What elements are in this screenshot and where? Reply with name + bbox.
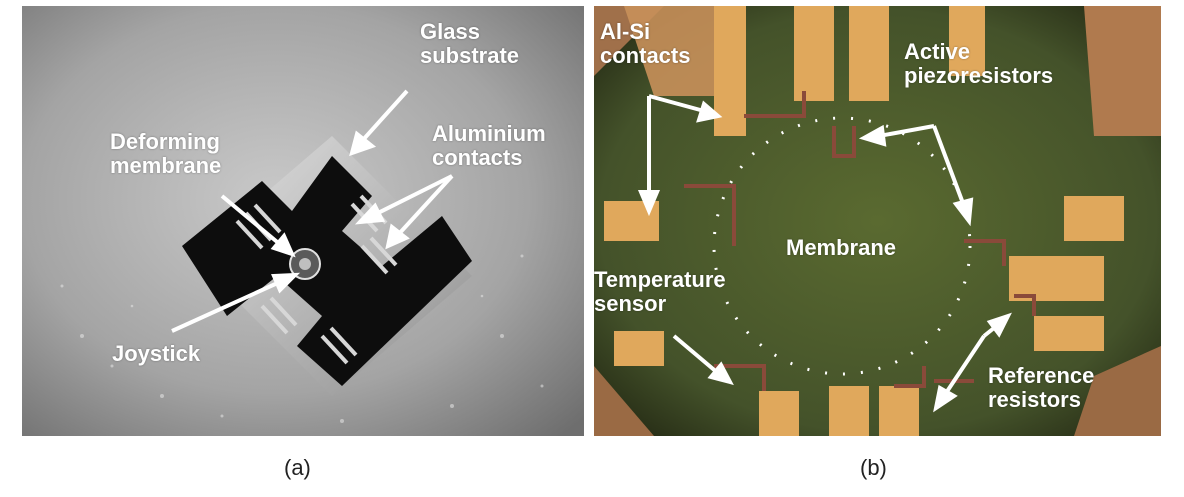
label-line: Glass bbox=[420, 19, 480, 44]
label-aluminium-contacts: Aluminium contacts bbox=[432, 122, 546, 170]
photo-panel-a: Glass substrate Aluminium contacts Defor… bbox=[22, 6, 584, 436]
photo-panel-b: Al-Si contacts Active piezoresistors Mem… bbox=[594, 6, 1161, 436]
caption-a: (a) bbox=[284, 455, 311, 480]
sensor-die-micrograph bbox=[594, 6, 1161, 436]
label-reference-resistors: Reference resistors bbox=[988, 364, 1094, 412]
label-line: sensor bbox=[594, 291, 667, 316]
label-line: Reference bbox=[988, 363, 1095, 388]
label-deforming-membrane: Deforming membrane bbox=[110, 130, 221, 178]
label-joystick: Joystick bbox=[112, 341, 201, 366]
annotation-arrows-b bbox=[637, 94, 1012, 413]
label-line: substrate bbox=[420, 43, 520, 68]
label-line: contacts bbox=[432, 145, 523, 170]
caption-b: (b) bbox=[860, 455, 887, 480]
resistor-traces bbox=[684, 91, 1036, 391]
label-line: resistors bbox=[988, 387, 1081, 412]
label-line: Deforming bbox=[110, 129, 220, 154]
label-line: Al-Si bbox=[600, 19, 651, 44]
label-glass-substrate: Glass substrate bbox=[420, 20, 519, 68]
gold-pads bbox=[604, 6, 1124, 436]
label-temperature-sensor: Temperature sensor bbox=[594, 268, 726, 316]
label-line: membrane bbox=[110, 153, 222, 178]
label-line: contacts bbox=[600, 43, 691, 68]
label-line: piezoresistors bbox=[904, 63, 1054, 88]
annotation-arrows-a bbox=[171, 89, 454, 333]
label-active-piezoresistors: Active piezoresistors bbox=[904, 40, 1053, 88]
sensor-chip-photo bbox=[22, 6, 584, 436]
chip-body bbox=[182, 156, 472, 386]
label-line: Aluminium bbox=[432, 121, 546, 146]
label-alsi-contacts: Al-Si contacts bbox=[600, 20, 690, 68]
label-line: Temperature bbox=[594, 267, 726, 292]
label-line: Active bbox=[904, 39, 971, 64]
label-membrane: Membrane bbox=[786, 235, 897, 260]
membrane-outline bbox=[712, 116, 972, 376]
